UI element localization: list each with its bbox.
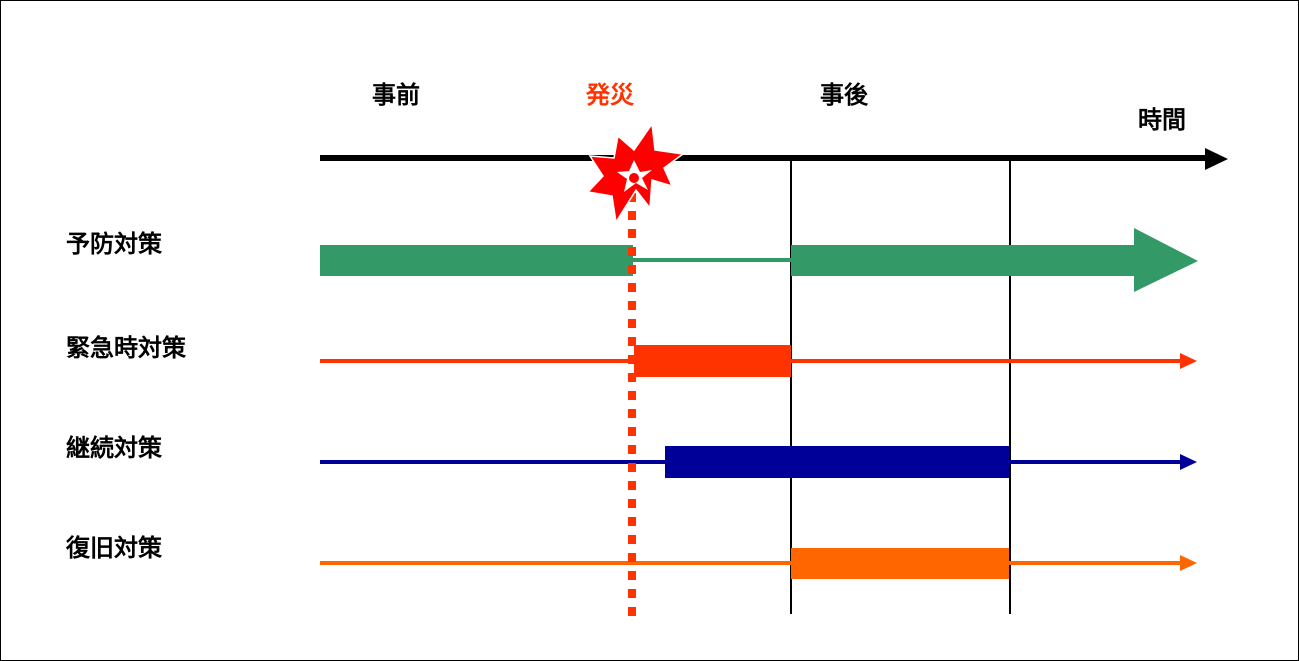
continuity-bar xyxy=(665,446,1009,478)
prevention-bar-after xyxy=(791,245,1136,276)
continuity-arrowhead xyxy=(1180,454,1197,470)
phase-label-after: 事後 xyxy=(820,81,869,109)
explosion-icon xyxy=(586,121,685,225)
recovery-bar xyxy=(791,548,1009,579)
emergency-row xyxy=(320,345,1197,377)
time-axis-label: 時間 xyxy=(1138,106,1186,134)
emergency-bar xyxy=(634,345,791,377)
measure-label-prevention: 予防対策 xyxy=(66,230,163,258)
phase-label-disaster: 発災 xyxy=(585,81,635,109)
phase-label-before: 事前 xyxy=(372,81,420,109)
prevention-arrowhead xyxy=(1134,228,1198,292)
emergency-arrowhead xyxy=(1180,353,1197,369)
prevention-row xyxy=(320,228,1198,292)
measure-label-continuity: 継続対策 xyxy=(66,434,163,462)
time-axis-arrowhead xyxy=(1205,148,1228,170)
prevention-bar-before xyxy=(320,245,633,276)
recovery-arrowhead xyxy=(1180,555,1197,571)
continuity-row xyxy=(320,446,1197,478)
measure-label-emergency: 緊急時対策 xyxy=(66,334,187,362)
measure-label-recovery: 復旧対策 xyxy=(65,534,163,562)
recovery-row xyxy=(320,548,1197,579)
